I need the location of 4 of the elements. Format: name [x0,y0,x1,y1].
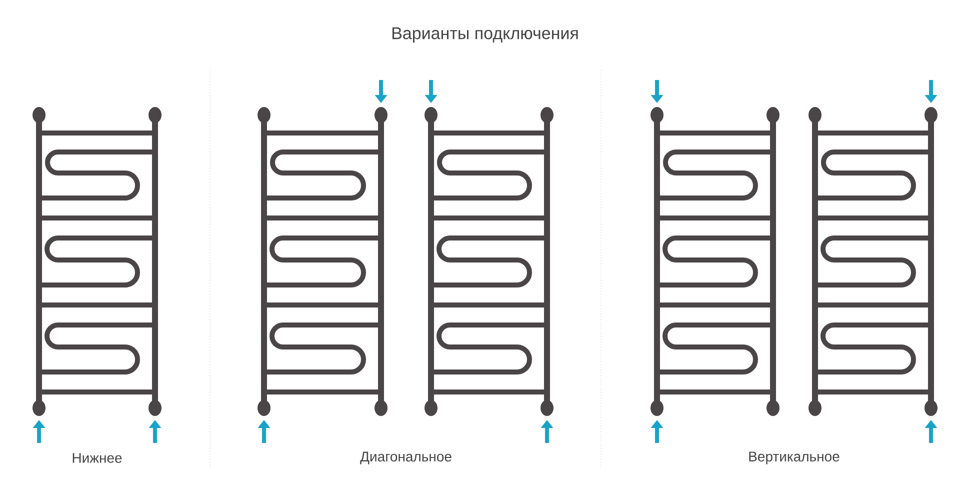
title: Варианты подключения [392,27,578,43]
caption-label: Вертикальное [749,452,840,464]
caption-label: Диагональное [360,452,452,464]
caption-label: Нижнее [72,453,122,463]
